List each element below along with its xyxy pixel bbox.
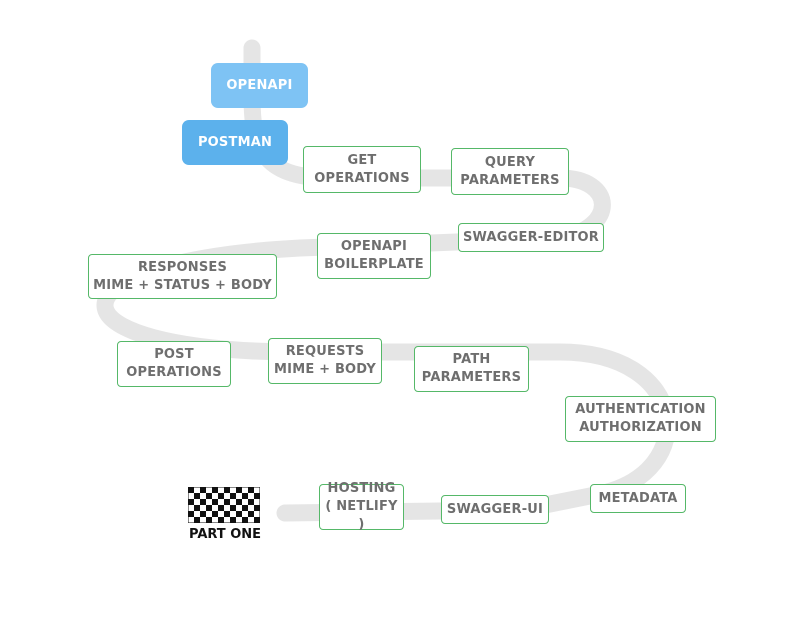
milestone-label: AUTHORIZATION (579, 420, 702, 435)
milestone-responses: RESPONSES MIME + STATUS + BODY (88, 254, 277, 299)
milestone-openapi-boilerplate: OPENAPI BOILERPLATE (317, 233, 431, 279)
milestone-hosting: HOSTING ( NETLIFY ) (319, 481, 404, 532)
milestone-label: POST (154, 347, 194, 362)
milestone-postman: POSTMAN (182, 120, 288, 165)
milestone-swagger-ui: SWAGGER-UI (441, 495, 549, 524)
milestone-label: HOSTING (327, 481, 396, 496)
milestone-label: PATH (452, 352, 491, 367)
milestone-label: PARAMETERS (460, 172, 560, 188)
milestone-label: QUERY (484, 154, 536, 170)
milestone-openapi: OPENAPI (211, 63, 308, 108)
milestone-metadata: METADATA (590, 484, 686, 513)
milestone-label: AUTHENTICATION (575, 402, 706, 417)
milestone-label: BOILERPLATE (324, 257, 424, 272)
milestone-label: MIME + STATUS + BODY (93, 277, 272, 293)
milestone-label: OPENAPI (226, 77, 293, 93)
milestone-swagger-editor: SWAGGER-EDITOR (458, 223, 604, 252)
milestone-authentication-authorization: AUTHENTICATION AUTHORIZATION (565, 396, 716, 442)
milestone-requests: REQUESTS MIME + BODY (268, 338, 382, 384)
milestone-label: OPERATIONS (126, 365, 222, 380)
milestone-post-operations: POST OPERATIONS (117, 341, 231, 387)
milestone-label: POSTMAN (197, 134, 273, 150)
milestone-label: OPENAPI (340, 239, 408, 254)
milestone-get-operations: GET OPERATIONS (303, 146, 421, 193)
milestone-label: MIME + BODY (274, 362, 376, 377)
milestone-label: ( NETLIFY ) (325, 499, 398, 532)
milestone-label: METADATA (598, 490, 678, 506)
finish-label: PART ONE (188, 527, 262, 542)
milestone-label: OPERATIONS (314, 170, 410, 186)
milestone-label: GET (347, 152, 377, 168)
checkered-flag-icon (188, 487, 260, 523)
milestone-label: SWAGGER-UI (446, 501, 544, 517)
milestone-label: RESPONSES (137, 259, 228, 275)
milestone-label: PARAMETERS (421, 370, 522, 385)
milestone-path-parameters: PATH PARAMETERS (414, 346, 529, 392)
milestone-label: REQUESTS (285, 344, 365, 359)
milestone-label: SWAGGER-EDITOR (462, 229, 600, 245)
milestone-query-parameters: QUERY PARAMETERS (451, 148, 569, 195)
